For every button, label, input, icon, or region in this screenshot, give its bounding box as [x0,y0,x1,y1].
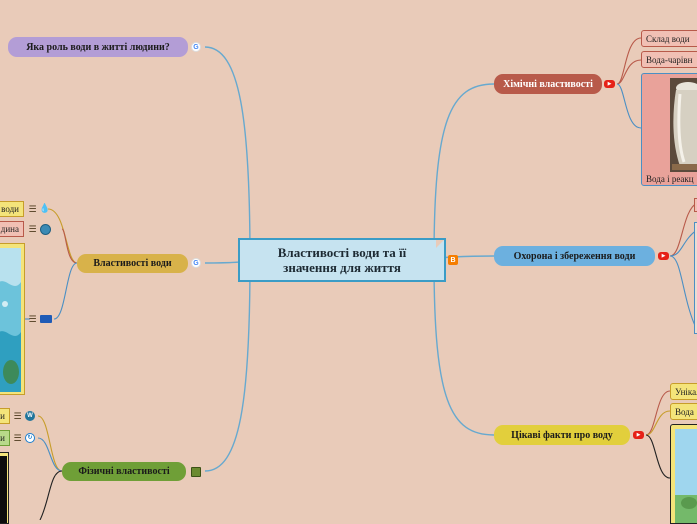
topic-label: Яка роль води в житті людини? [26,41,170,53]
blogger-icon[interactable]: B [448,255,458,265]
note-icon[interactable]: ☰ [28,223,37,234]
leaf-properties-image[interactable] [0,243,25,395]
topic-label: Охорона і збереження води [513,250,636,262]
refresh-icon[interactable]: ↻ [25,433,35,443]
leaf-label: Вода [675,406,694,417]
dark-photo [0,456,7,523]
youtube-icon[interactable]: ▶ [633,431,644,439]
leaf-protection-card[interactable] [694,222,697,334]
leaf-label: и [0,433,5,443]
central-topic-line1: Властивості води та її [277,245,407,260]
youtube-icon[interactable]: ▶ [604,80,615,88]
leaf-physical-image[interactable] [0,452,9,524]
wordpress-icon[interactable]: W [25,411,35,421]
topic-physical-properties[interactable]: Фізичні властивості [62,462,186,481]
central-topic[interactable]: Властивості води та її значення для житт… [238,238,446,282]
note-icon[interactable]: ☰ [28,313,37,324]
topic-water-protection[interactable]: Охорона і збереження води [494,246,655,266]
youtube-icon[interactable]: ▶ [658,252,669,260]
leaf-water-fact[interactable]: Вода [670,403,697,420]
leaf-label: Вода і реакц [646,174,694,184]
leaf-magic-water[interactable]: Вода-чарівн [641,51,697,68]
globe-icon[interactable] [40,224,51,235]
note-icon[interactable]: ☰ [13,410,22,421]
leaf-label: Вода-чарівн [646,54,693,65]
connector-role [204,46,251,261]
drop-icon[interactable]: 💧 [39,202,51,213]
note-icon[interactable]: ☰ [13,432,22,443]
topic-label: Властивості води [93,258,172,269]
leaf-water-reactions-card[interactable]: Вода і реакц [641,73,697,186]
central-topic-line2: значення для життя [283,260,401,275]
water-illustration [0,248,21,392]
leaf-label: води [1,204,19,214]
link-icon[interactable] [40,315,52,323]
leaf-label: Склад води [646,33,690,44]
leaf-water-properties-2[interactable]: дина [0,221,24,237]
leaf-facts-image[interactable] [670,424,697,524]
topic-label: Хімічні властивості [503,78,593,90]
topic-chemical-properties[interactable]: Хімічні властивості [494,74,602,94]
leaf-physical-1[interactable]: и [0,408,10,424]
leaf-protection-1[interactable] [694,198,697,212]
topic-interesting-facts[interactable]: Цікаві факти про воду [494,425,630,445]
topic-water-role[interactable]: Яка роль води в житті людини? [8,37,188,57]
vase-photo [670,78,697,172]
leaf-label: дина [0,224,19,234]
connector-chemical [433,83,495,261]
leaf-water-properties-1[interactable]: води [0,201,24,217]
connector-facts [433,259,495,436]
leaf-label: и [0,411,5,421]
facts-photo [675,429,697,523]
google-icon[interactable]: G [191,42,201,52]
connector-physical [204,259,251,472]
topic-water-properties[interactable]: Властивості води [77,254,188,273]
google-icon[interactable]: G [191,258,201,268]
leaf-label: Унікал [675,386,697,397]
leaf-unique[interactable]: Унікал [670,383,697,400]
square-icon[interactable] [191,467,201,477]
topic-label: Фізичні властивості [78,466,170,477]
corner-fold [436,240,444,248]
topic-label: Цікаві факти про воду [511,429,613,441]
leaf-physical-2[interactable]: и [0,430,10,446]
note-icon[interactable]: ☰ [28,203,37,214]
leaf-water-composition[interactable]: Склад води [641,30,697,47]
